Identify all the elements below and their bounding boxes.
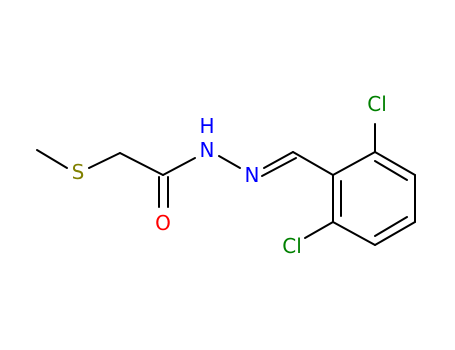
ring-bond-5 — [332, 221, 376, 246]
bond-s-ch2 — [88, 152, 121, 169]
ring-inner-bond-2 — [374, 160, 408, 181]
bond-methyl-s — [36, 149, 68, 169]
bond-n-ch-1 — [263, 151, 294, 169]
bond-nh-n — [218, 155, 241, 169]
bond-ch2-carbonyl — [119, 152, 164, 176]
bond-n-ch-2 — [261, 157, 297, 177]
bond-ring-cl2 — [304, 221, 334, 239]
bond-carbonyl-nh — [162, 157, 196, 176]
atom-s: S — [72, 160, 85, 184]
ring-inner-bond-3 — [374, 216, 408, 237]
atom-cl-bottom: Cl — [282, 234, 302, 258]
ring-bond-1 — [332, 151, 376, 176]
atom-nh-h: H — [199, 114, 214, 138]
ring-bond-2 — [374, 151, 416, 176]
atom-o: O — [155, 211, 171, 235]
atom-nh-n: N — [200, 138, 215, 162]
atom-cl-top: Cl — [367, 92, 387, 116]
ring-bond-4 — [374, 221, 416, 246]
atom-n2: N — [245, 163, 260, 187]
bond-ch-ring — [292, 151, 334, 176]
